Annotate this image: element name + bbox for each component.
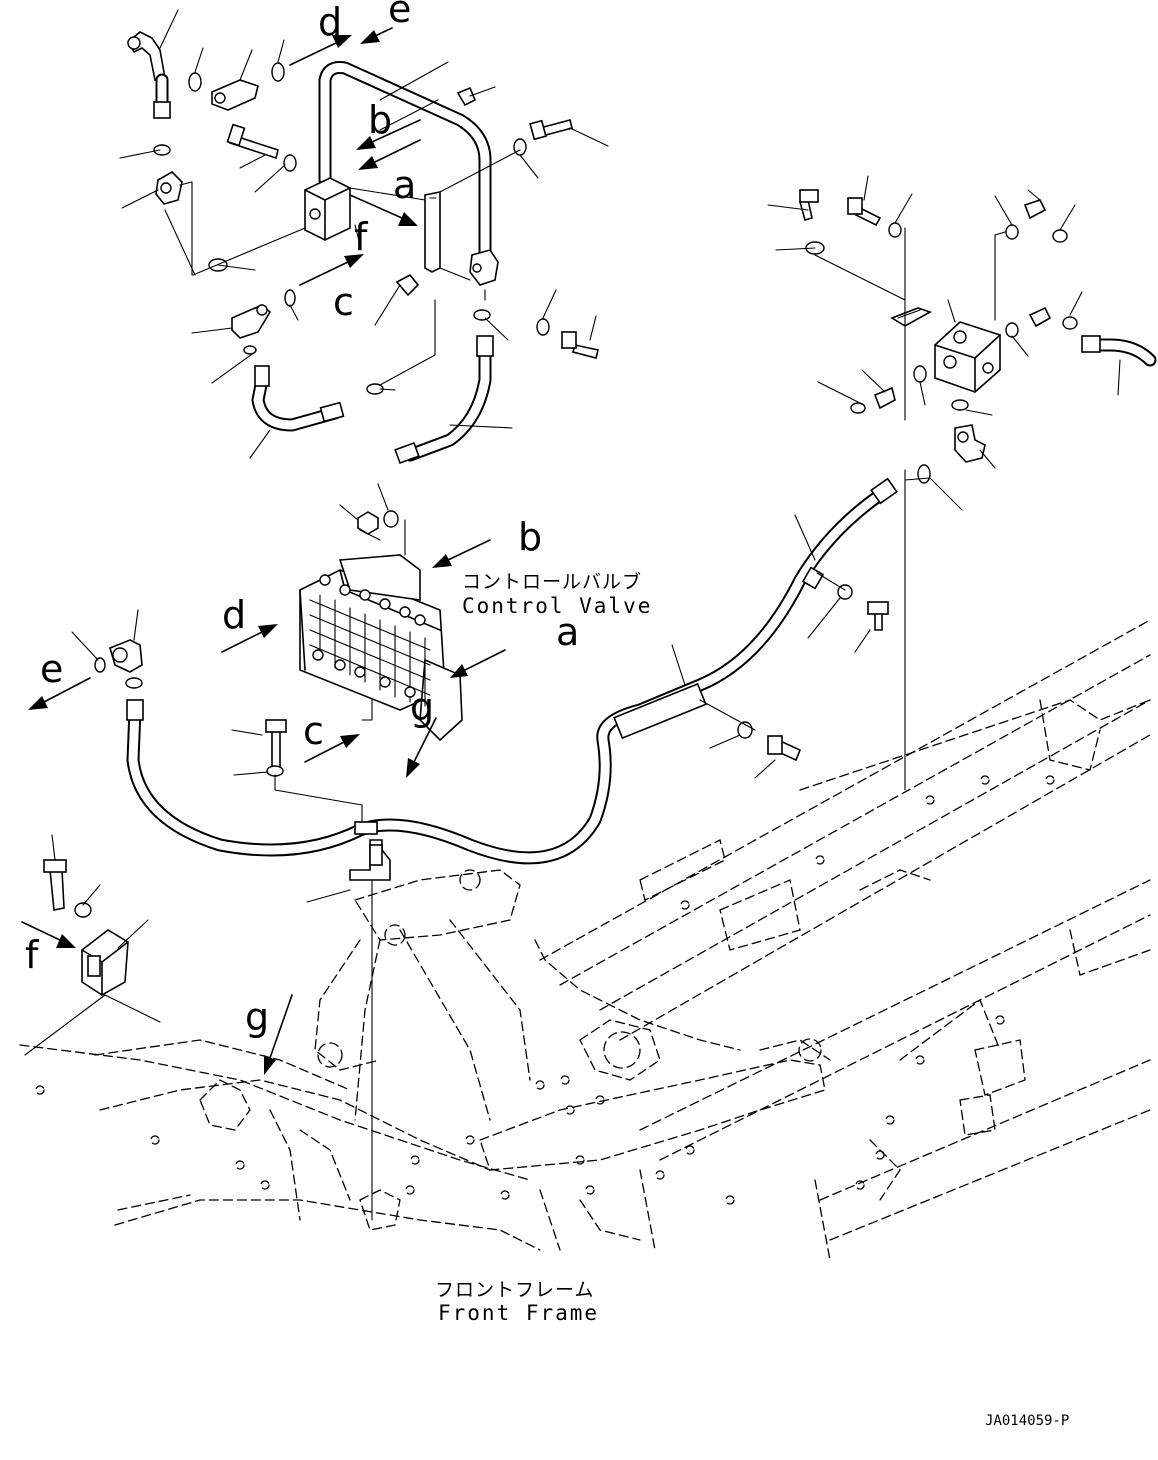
view-letter-f: f — [25, 933, 40, 977]
mid-left-fittings — [71, 609, 143, 689]
view-letter-d: d — [222, 593, 246, 637]
hose-end-fitting-right — [870, 477, 898, 505]
top-right-manifold-assembly — [767, 175, 1157, 791]
drawing-code: JA014059-P — [985, 1413, 1069, 1429]
view-letter-f: f — [354, 215, 369, 259]
view-letter-e: e — [40, 647, 63, 691]
front-frame-label-en: Front Frame — [438, 1301, 599, 1325]
hose-protector-sleeve — [613, 682, 707, 740]
view-letter-g: g — [410, 685, 434, 729]
view-letter-c: c — [303, 709, 324, 753]
view-letter-a: a — [393, 163, 416, 207]
control-valve-label-jp: コントロールバルブ — [462, 570, 642, 593]
guide-lines — [361, 699, 373, 721]
hose-clamp — [801, 566, 825, 590]
view-letter-d: d — [318, 0, 342, 44]
control-valve — [299, 519, 463, 742]
view-arrows — [21, 27, 506, 1075]
view-letter-e: e — [388, 0, 411, 31]
bracket-f — [24, 834, 161, 1056]
view-letters: d e b a f c b a d e c g f g — [25, 0, 579, 1039]
control-valve-label-en: Control Valve — [462, 594, 652, 618]
view-letter-a: a — [556, 610, 579, 654]
view-letter-c: c — [333, 280, 354, 324]
view-letter-b: b — [368, 98, 392, 142]
view-letter-b: b — [518, 515, 542, 559]
main-hydraulic-hose — [126, 477, 898, 865]
hose-end-fitting — [126, 699, 144, 721]
top-left-manifold-assembly — [119, 9, 609, 465]
nut-washer-set — [339, 483, 399, 535]
front-frame-label-jp: フロントフレーム — [435, 1279, 594, 1301]
mid-bolts — [231, 477, 931, 806]
view-letter-g: g — [245, 995, 269, 1039]
hose-bracket — [306, 804, 391, 1221]
front-frame — [19, 619, 1151, 1261]
